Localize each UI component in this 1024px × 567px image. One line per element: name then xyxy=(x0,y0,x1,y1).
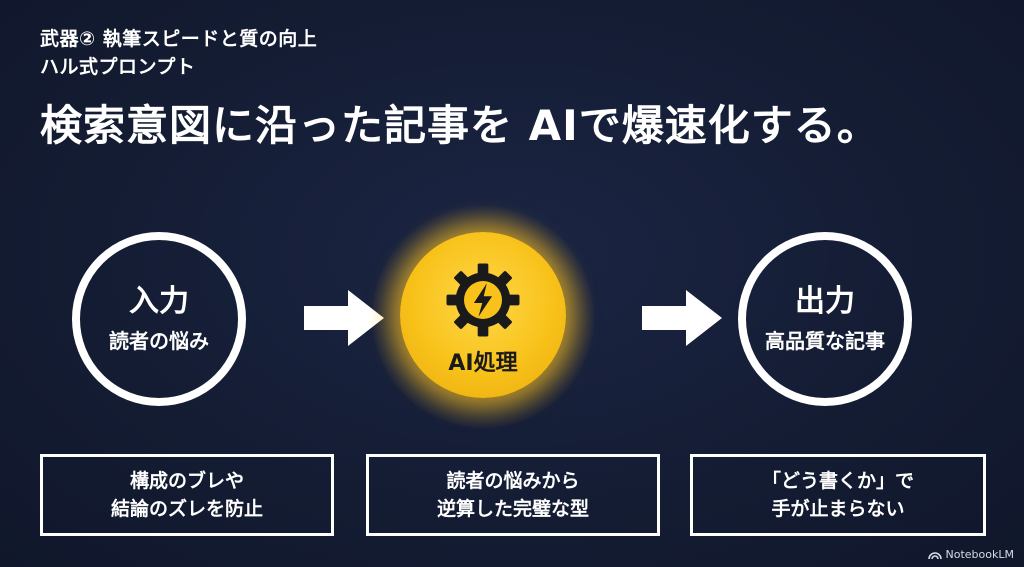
benefit-box-2: 読者の悩みから 逆算した完璧な型 xyxy=(366,454,660,536)
arrow-right-icon xyxy=(642,290,722,346)
benefit-box-1-line-1: 構成のブレや xyxy=(129,470,244,492)
benefit-box-1-line-2: 結論のズレを防止 xyxy=(110,498,263,520)
output-title: 出力 xyxy=(795,284,855,319)
arrow-right-icon xyxy=(304,290,384,346)
watermark-label: NotebookLM xyxy=(945,548,1014,561)
notebooklm-icon xyxy=(927,551,942,559)
output-circle: 出力 高品質な記事 xyxy=(738,232,912,406)
benefit-box-3-line-1: 「どう書くか」で xyxy=(761,470,914,492)
headline: 検索意図に沿った記事を AIで爆速化する。 xyxy=(40,101,880,150)
input-title: 入力 xyxy=(129,284,189,319)
input-subtitle: 読者の悩み xyxy=(109,329,209,353)
benefit-box-2-line-1: 読者の悩みから xyxy=(446,470,580,492)
benefit-box-2-line-2: 逆算した完璧な型 xyxy=(436,498,589,520)
ai-process-label: AI処理 xyxy=(448,351,518,376)
benefit-box-1: 構成のブレや 結論のズレを防止 xyxy=(40,454,334,536)
subtitle-line-2: ハル式プロンプト xyxy=(40,56,196,78)
output-subtitle: 高品質な記事 xyxy=(765,329,885,353)
ai-process-circle: AI処理 xyxy=(400,232,566,398)
input-circle: 入力 読者の悩み xyxy=(72,232,246,406)
gear-lightning-icon xyxy=(446,263,520,337)
benefit-box-3: 「どう書くか」で 手が止まらない xyxy=(690,454,986,536)
subtitle-line-1: 武器② 執筆スピードと質の向上 xyxy=(40,28,318,50)
notebooklm-watermark: NotebookLM xyxy=(927,548,1014,561)
benefit-box-3-line-2: 手が止まらない xyxy=(771,498,905,520)
